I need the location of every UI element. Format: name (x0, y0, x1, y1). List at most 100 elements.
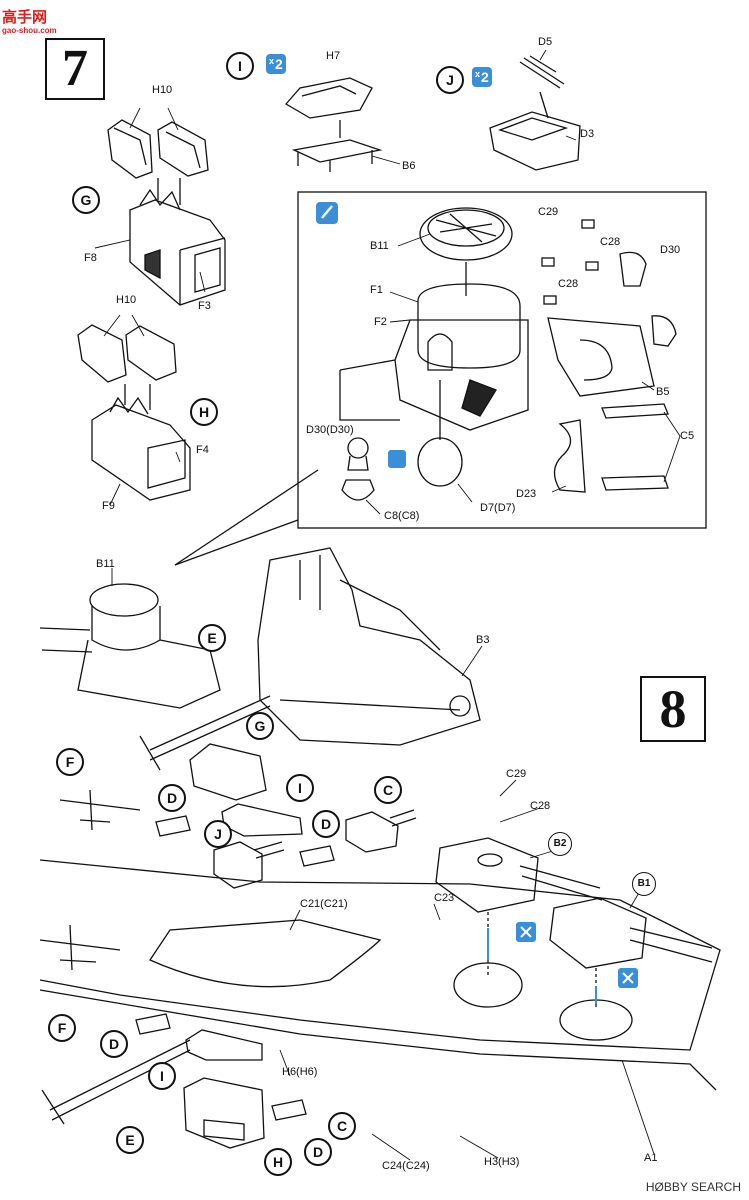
label-d5: D5 (538, 36, 553, 48)
subassembly-g-marker: G (72, 186, 100, 214)
bridge-superstructure-b3-icon (257, 547, 481, 746)
label-b11-main: B11 (96, 558, 115, 570)
subassembly-j-marker: J (436, 66, 464, 94)
label-b11-inset: B11 (370, 240, 389, 252)
label-b2: B2 (548, 832, 572, 856)
label-c24-pair: C24(C24) (382, 1160, 430, 1172)
label-c28-inset-a: C28 (600, 236, 621, 248)
label-h7: H7 (326, 50, 341, 62)
label-d3: D3 (580, 128, 595, 140)
marker-j-main: J (204, 820, 232, 848)
mount-d-c-icon (135, 1013, 171, 1035)
label-b6: B6 (402, 160, 416, 172)
marker-d-a: D (158, 784, 186, 812)
label-h6-pair: H6(H6) (282, 1066, 318, 1078)
step-7-number: 7 (45, 38, 105, 100)
parts-c5-d23-icon (553, 403, 669, 493)
boat-i-icon (221, 803, 303, 837)
label-d30-pair: D30(D30) (306, 424, 354, 436)
label-h3-pair: H3(H3) (484, 1156, 520, 1168)
marker-h-main: H (264, 1148, 292, 1176)
marker-c-upper: C (374, 776, 402, 804)
label-f2: F2 (374, 316, 387, 328)
boat-h7-icon (284, 77, 373, 119)
aircraft-f-lower-icon (39, 924, 121, 971)
label-f8: F8 (84, 252, 97, 264)
label-c28-inset-b: C28 (558, 278, 579, 290)
marker-i-main-lower: I (148, 1062, 176, 1090)
small-parts-c29-c28-icon (541, 219, 677, 347)
light-d30-c8-icon (341, 437, 375, 501)
inset-frame (174, 191, 707, 566)
marker-e-lower: E (116, 1126, 144, 1154)
label-f3: F3 (198, 300, 211, 312)
label-f9: F9 (102, 500, 115, 512)
mount-d-a-icon (155, 815, 191, 837)
boat-i-lower-icon (185, 1029, 263, 1061)
label-c23: C23 (434, 892, 455, 904)
structure-f8-f3-icon (129, 188, 226, 306)
label-f4: F4 (196, 444, 209, 456)
boat-h10-g-left-icon (107, 119, 153, 179)
label-c5: C5 (680, 430, 695, 442)
catapult-e-lower-icon (41, 1039, 191, 1125)
label-d7-pair: D7(D7) (480, 502, 516, 514)
marker-i-main-upper: I (286, 774, 314, 802)
mount-d3-icon (489, 111, 581, 171)
platform-b5-icon (547, 317, 655, 397)
turret-b2-icon (435, 837, 603, 913)
label-b1: B1 (632, 872, 656, 896)
funnel-assembly-icon (39, 583, 221, 709)
marker-e-upper: E (198, 624, 226, 652)
mount-d-d-icon (271, 1099, 307, 1121)
label-h10-g: H10 (152, 84, 173, 96)
boat-h10-h-left-icon (77, 324, 127, 383)
subassembly-h-marker: H (190, 398, 218, 426)
label-c8-pair: C8(C8) (384, 510, 420, 522)
subassembly-i-marker: I (226, 52, 254, 80)
marker-d-d: D (304, 1138, 332, 1166)
funnel-cap-b11-icon (419, 207, 513, 261)
marker-f-upper: F (56, 748, 84, 776)
label-a1: A1 (644, 1152, 658, 1164)
deckhouse-h-icon (183, 1077, 265, 1149)
site-logo: 高手网 (2, 9, 48, 26)
cradle-b6-icon (291, 139, 383, 172)
secondary-turret-c-icon (345, 809, 417, 853)
structure-f9-f4-icon (91, 396, 191, 501)
turret-b1-icon (549, 897, 713, 969)
watermark-hobbysearch: HØBBY SEARCH (645, 1180, 741, 1194)
hull-a1-icon (39, 859, 721, 1091)
barbette-b2-icon (453, 962, 523, 1008)
subassembly-i-quantity: x2 (266, 54, 286, 74)
label-c29-main: C29 (506, 768, 527, 780)
step-8-number: 8 (640, 676, 706, 742)
label-c21-pair: C21(C21) (300, 898, 348, 910)
boat-h10-g-right-icon (157, 121, 209, 177)
site-url: gao-shou.com (2, 26, 57, 35)
searchlight-d7-icon (417, 437, 463, 487)
funnel-body-f1-f2-icon (339, 283, 529, 431)
label-h10-h: H10 (116, 294, 137, 306)
marker-c-lower: C (328, 1112, 356, 1140)
marker-f-lower: F (48, 1014, 76, 1042)
label-b3: B3 (476, 634, 490, 646)
subassembly-j-quantity: x2 (472, 67, 492, 87)
marker-d-b: D (312, 810, 340, 838)
boat-h10-h-right-icon (125, 325, 177, 381)
aircraft-f-upper-icon (59, 789, 141, 831)
label-b5: B5 (656, 386, 670, 398)
mount-d-b-icon (299, 845, 335, 867)
marker-g-main: G (246, 712, 274, 740)
marker-d-c: D (100, 1030, 128, 1058)
label-f1: F1 (370, 284, 383, 296)
label-c28-main: C28 (530, 800, 551, 812)
rotate-icon (388, 450, 406, 468)
barrels-d5-icon (519, 55, 565, 89)
label-d30-inset: D30 (660, 244, 681, 256)
label-d23: D23 (516, 488, 537, 500)
label-c29-inset: C29 (538, 206, 559, 218)
deckhouse-g-icon (189, 743, 267, 801)
turret-j-icon (213, 841, 285, 889)
